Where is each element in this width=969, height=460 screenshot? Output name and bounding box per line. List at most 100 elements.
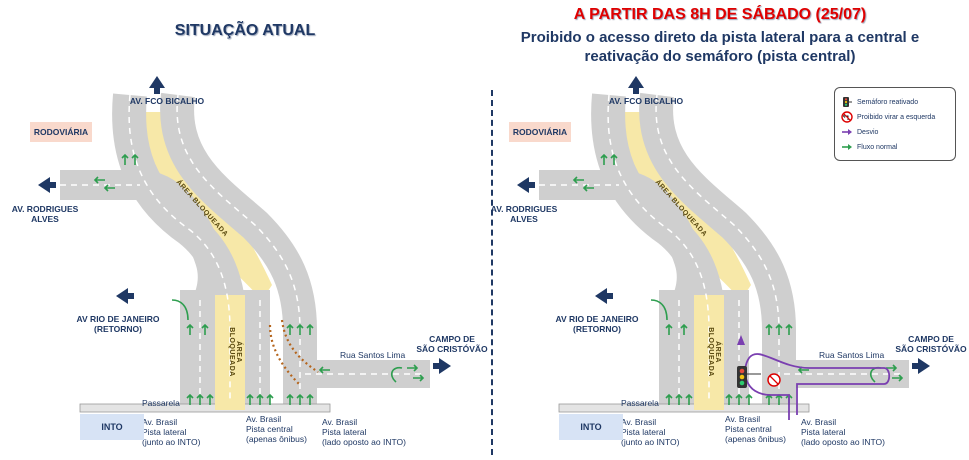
panel-current-situation: AV. FCO BICALHO AV. RODRIGUES ALVES AV RIO… [11,76,488,447]
flow-arrow-icon [93,176,105,184]
flow-arrow-icon [407,364,419,372]
label-rodrigues-alves: AV. RODRIGUES ALVES [490,204,558,224]
legend-label: Proibido virar a esquerda [857,113,936,121]
label-pista-lateral-oposto: Av. Brasil Pista lateral (lado oposto ao… [801,417,885,447]
legend: Semáforo reativado Proibido virar a esqu… [834,87,956,161]
flow-arrow-icon [892,374,904,382]
arrow-to-fco-bicalho [149,76,165,94]
no-left-turn-icon [841,111,853,123]
subtitle-line-1: Proibido o acesso direto da pista latera… [520,29,920,46]
legend-label: Desvio [857,128,879,136]
flow-arrow-icon [131,153,139,165]
flow-arrow-icon [675,393,683,405]
label-pista-lateral-junto: Av. Brasil Pista lateral (junto ao INTO) [621,417,680,447]
lane-marking [607,94,710,400]
flow-arrow-icon [121,153,129,165]
traffic-light-red [739,368,745,374]
arrow-to-rio-de-janeiro [116,288,134,304]
flow-arrow-icon [413,374,425,382]
arrow-to-rodrigues-alves [38,177,56,193]
label-into: INTO [80,414,144,440]
legend-row-normal-flow: Fluxo normal [841,141,897,153]
flow-arrow-icon [600,153,608,165]
flow-arrow-icon [886,364,898,372]
label-santos-lima: Rua Santos Lima [819,350,885,360]
panel-new-situation: AV. FCO BICALHO AV. RODRIGUES ALVES AV RIO… [479,0,969,460]
flow-arrow-icon [306,323,314,335]
flow-arrow-icon [785,323,793,335]
label-pista-central: Av. Brasil Pista central (apenas ônibus) [725,414,786,444]
flow-arrow-icon [201,323,209,335]
road-map [517,76,930,420]
purple-arrow-icon [842,129,852,135]
legend-row-no-left-turn: Proibido virar a esquerda [841,111,935,123]
label-rodoviaria: RODOVIÁRIA [509,122,571,142]
label-rio-de-janeiro: AV RIO DE JANEIRO (RETORNO) [555,314,639,334]
label-pista-central: Av. Brasil Pista central (apenas ônibus) [246,414,307,444]
title-right: A PARTIR DAS 8H DE SÁBADO (25/07) [573,6,867,23]
green-arrow-icon [842,144,852,150]
flow-turn-arrow-icon [171,299,189,321]
flow-arrow-icon [296,393,304,405]
blocked-connection-dotted [280,319,319,373]
arrow-to-rio-de-janeiro [595,288,613,304]
flow-arrow-icon [680,323,688,335]
label-rodoviaria: RODOVIÁRIA [30,122,92,142]
flow-arrow-icon [765,323,773,335]
road-map [38,76,451,413]
legend-label: Semáforo reativado [857,98,919,106]
lane-marking [176,94,301,400]
label-area-bloqueada-vertical: ÁREA BLOQUEADA [706,327,721,377]
arrow-to-campo-sao-cristovao [912,358,930,374]
flow-arrow-icon [103,184,115,192]
panel-divider [491,90,493,455]
flow-arrow-icon [186,393,194,405]
label-fco-bicalho: AV. FCO BICALHO [129,96,205,106]
blocked-connection-dotted [268,324,301,386]
flow-arrow-icon [256,393,264,405]
flow-arrow-icon [775,323,783,335]
flow-arrow-icon [665,393,673,405]
flow-turn-arrow-icon [650,299,668,321]
flow-arrow-icon [196,393,204,405]
arrow-to-fco-bicalho [628,76,644,94]
flow-turn-arrow-icon [390,366,403,383]
flow-arrow-icon [296,323,304,335]
flow-arrow-icon [286,393,294,405]
label-pista-lateral-oposto: Av. Brasil Pista lateral (lado oposto ao… [322,417,406,447]
flow-arrow-icon [266,393,274,405]
flow-arrow-icon [685,393,693,405]
arrow-to-rodrigues-alves [517,177,535,193]
arrow-to-campo-sao-cristovao [433,358,451,374]
title-left: SITUAÇÃO ATUAL [174,22,316,39]
legend-row-detour: Desvio [841,126,878,138]
label-fco-bicalho: AV. FCO BICALHO [608,96,684,106]
subtitle-right: Proibido o acesso direto da pista latera… [490,28,950,66]
flow-arrow-icon [735,393,743,405]
passarela-bridge [558,403,810,413]
traffic-light-green [739,380,745,386]
detour-arrowhead [737,335,745,345]
flow-arrow-icon [246,393,254,405]
traffic-light-icon [843,97,852,107]
label-into: INTO [559,414,623,440]
label-rio-de-janeiro: AV RIO DE JANEIRO (RETORNO) [76,314,160,334]
flow-arrow-icon [725,393,733,405]
label-passarela: Passarela [621,398,659,408]
flow-arrow-icon [186,323,194,335]
flow-arrow-icon [572,176,584,184]
flow-arrow-icon [665,323,673,335]
flow-arrow-icon [306,393,314,405]
traffic-light-yellow [739,374,745,380]
passarela-bridge [79,403,331,413]
flow-arrow-icon [745,393,753,405]
flow-arrow-icon [610,153,618,165]
label-pista-lateral-junto: Av. Brasil Pista lateral (junto ao INTO) [142,417,201,447]
label-passarela: Passarela [142,398,180,408]
label-campo-sao-cristovao: CAMPO DE SÃO CRISTÓVÃO [416,334,488,354]
flow-arrow-icon [286,323,294,335]
label-rodrigues-alves: AV. RODRIGUES ALVES [11,204,79,224]
legend-label: Fluxo normal [857,143,898,151]
lane-marking [128,94,231,400]
label-campo-sao-cristovao: CAMPO DE SÃO CRISTÓVÃO [895,334,967,354]
